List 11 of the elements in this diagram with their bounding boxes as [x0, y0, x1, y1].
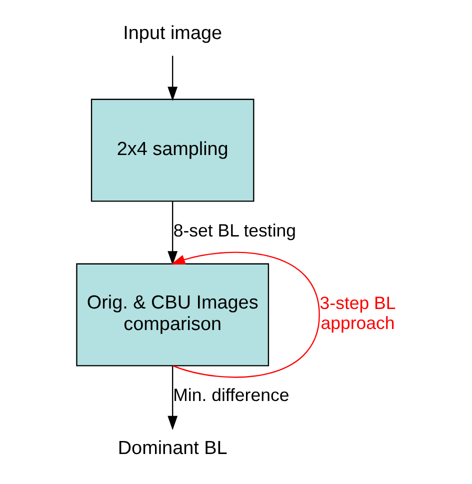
edge-label: 8-set BL testing — [172, 220, 296, 241]
arrow — [167, 201, 178, 266]
node-box: 2x4 sampling — [90, 98, 254, 202]
node-text: Dominant BL — [117, 438, 227, 460]
arrow — [170, 252, 320, 378]
edge-label: Min. difference — [172, 385, 289, 406]
arrow — [167, 56, 178, 101]
arrow — [167, 366, 178, 430]
edge-label: 3-step BL approach — [319, 292, 396, 333]
node-box: Orig. & CBU Images comparison — [76, 263, 269, 366]
node-text: Input image — [122, 22, 222, 44]
